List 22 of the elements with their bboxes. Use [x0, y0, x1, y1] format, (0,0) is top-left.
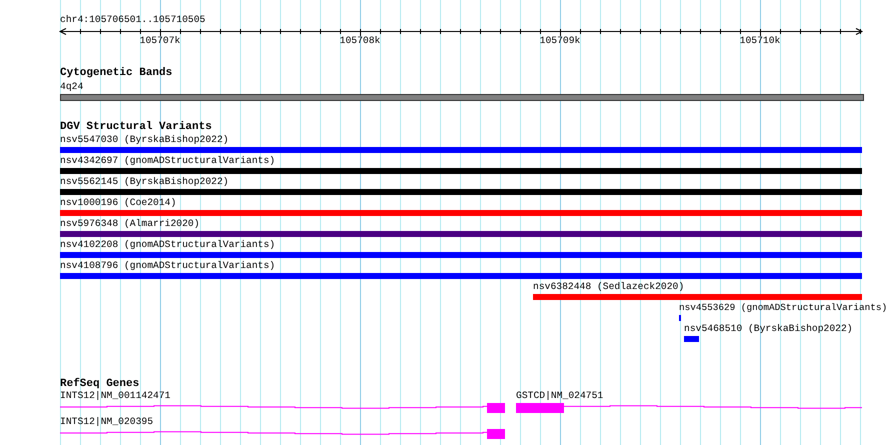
track-title: DGV Structural Variants	[60, 122, 212, 133]
variant-label: nsv5976348 (Almarri2020)	[60, 218, 200, 229]
variant-label: nsv4342697 (gnomADStructuralVariants)	[60, 155, 276, 166]
variant-label: nsv4553629 (gnomADStructuralVariants)	[679, 302, 888, 313]
variant-label: nsv5547030 (ByrskaBishop2022)	[60, 134, 229, 145]
variant-label: nsv4102208 (gnomADStructuralVariants)	[60, 239, 276, 250]
track-title: Cytogenetic Bands	[60, 68, 172, 79]
coordinate-label: chr4:105706501..105710505	[60, 14, 206, 25]
band-label: 4q24	[60, 81, 84, 92]
gene-label: GSTCD|NM_024751	[516, 390, 604, 401]
gene-label: INTS12|NM_020395	[60, 416, 154, 427]
variant-label: nsv6382448 (Sedlazeck2020)	[533, 281, 684, 292]
variant-label: nsv1000196 (Coe2014)	[60, 197, 176, 208]
variant-label: nsv5562145 (ByrskaBishop2022)	[60, 176, 229, 187]
variant-label: nsv4108796 (gnomADStructuralVariants)	[60, 260, 276, 271]
tick-label: 105710k	[740, 35, 780, 46]
track-title: RefSeq Genes	[60, 379, 140, 390]
tick-label: 105708k	[340, 35, 380, 46]
variant-label: nsv5468510 (ByrskaBishop2022)	[684, 323, 853, 334]
tick-label: 105707k	[140, 35, 180, 46]
tick-label: 105709k	[540, 35, 580, 46]
gene-label: INTS12|NM_001142471	[60, 390, 170, 401]
